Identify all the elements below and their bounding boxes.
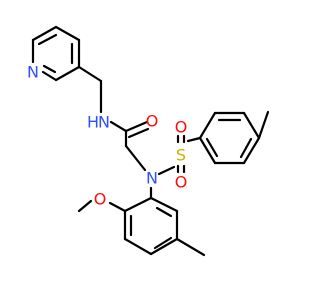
pyridine-nitrogen-label: N: [27, 63, 39, 82]
sulfur-label: S: [176, 146, 186, 165]
methoxy-oxygen-label: O: [94, 190, 107, 209]
amide-group: [109, 120, 150, 172]
amide-nitrogen-label: N: [98, 113, 110, 132]
tolyl-ring: [198, 110, 270, 165]
sulfonamide-group: [157, 134, 202, 176]
chemical-structure: N H N O N S O O O: [27, 25, 270, 257]
carbonyl-oxygen-label: O: [146, 112, 159, 131]
pyridine-ring: [31, 25, 81, 82]
methoxy-group: [77, 199, 127, 213]
methylene-linker: [77, 65, 103, 114]
amide-hydrogen-label: H: [87, 113, 99, 132]
sulfonyl-oxygen-bottom-label: O: [175, 173, 188, 192]
sulfonyl-oxygen-top-label: O: [175, 118, 188, 137]
atom-labels: N H N O N S O O O: [27, 63, 187, 209]
structure-canvas: N H N O N S O O O: [27, 25, 270, 257]
sulfonamide-nitrogen-label: N: [146, 169, 158, 188]
anisyl-ring: [123, 186, 206, 257]
